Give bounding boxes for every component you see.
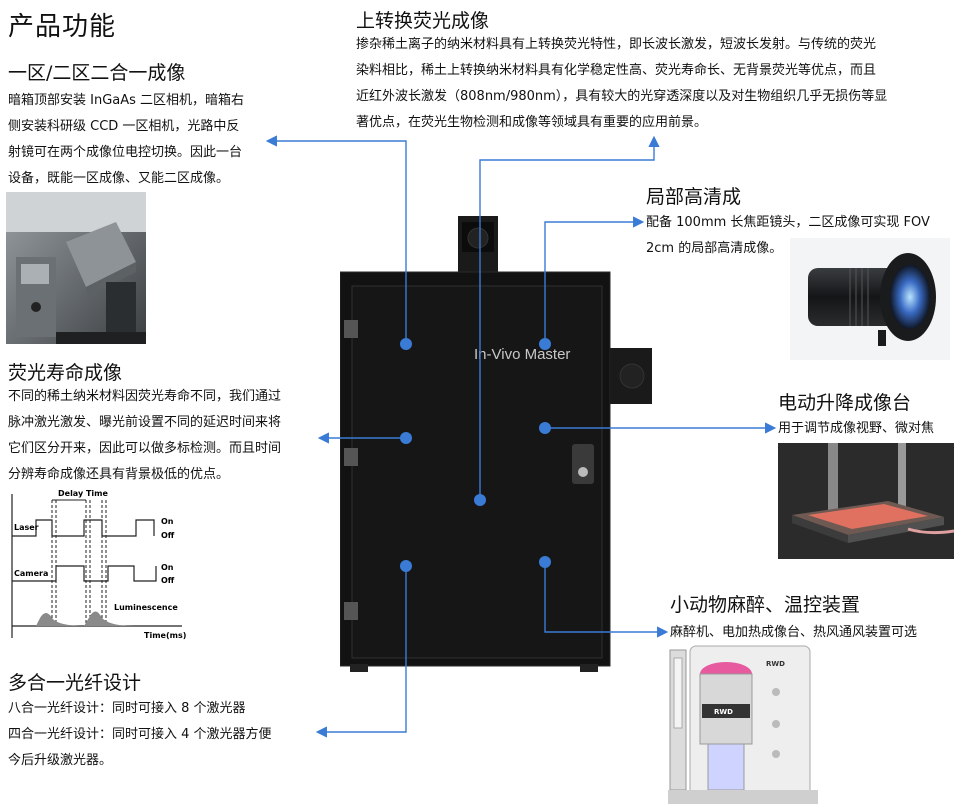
imaging-cabinet: In-Vivo Master: [339, 216, 660, 674]
text-line: 配备 100mm 长焦距镜头，二区成像可实现 FOV: [646, 215, 930, 230]
lens-photo: [790, 238, 950, 360]
fiber-text: 八合一光纤设计：同时可接入 8 个激光器 四合一光纤设计：同时可接入 4 个激光…: [8, 696, 338, 774]
text-line: 脉冲激光激发、曝光前设置不同的延迟时间来将: [8, 415, 282, 430]
machine-brand-label-side: RWD: [766, 660, 785, 668]
time-label: Time(ms): [144, 631, 186, 640]
laser-on-label: On: [161, 517, 174, 526]
dual-zone-text: 暗箱顶部安装 InGaAs 二区相机，暗箱右 侧安装科研级 CCD 一区相机，光…: [8, 88, 288, 192]
text-line: 侧安装科研级 CCD 一区相机，光路中反: [8, 119, 240, 134]
laser-label: Laser: [14, 523, 39, 532]
text-line: 著优点，在荧光生物检测和成像等领域具有重要的应用前景。: [356, 115, 708, 130]
text-line: 麻醉机、电加热成像台、热风通风装置可选: [670, 625, 918, 640]
text-line: 它们区分开来，因此可以做多标检测。而且时间: [8, 441, 282, 456]
dot-lift-stage: [539, 422, 551, 434]
text-line: 分辨寿命成像还具有背景极低的优点。: [8, 467, 230, 482]
lifetime-title: 荧光寿命成像: [8, 362, 123, 384]
device-brand-label: In-Vivo Master: [474, 346, 571, 363]
anesthesia-machine-photo: RWD RWD: [668, 644, 818, 804]
upconversion-text: 掺杂稀土离子的纳米材料具有上转换荧光特性，即长波长激发，短波长发射。与传统的荧光…: [356, 32, 966, 136]
dot-local-hd: [539, 338, 551, 350]
lift-stage-photo: [778, 443, 955, 559]
luminescence-label: Luminescence: [114, 603, 178, 612]
text-line: 近红外波长激发（808nm/980nm），具有较大的光穿透深度以及对生物组织几乎…: [356, 89, 888, 104]
text-line: 不同的稀土纳米材料因荧光寿命不同，我们通过: [8, 389, 282, 404]
machine-brand-label: RWD: [714, 708, 733, 716]
dot-dual-zone: [400, 338, 412, 350]
lift-stage-text: 用于调节成像视野、微对焦: [778, 416, 968, 442]
delay-label: Delay Time: [58, 489, 108, 498]
camera-off-label: Off: [161, 576, 175, 585]
camera-on-label: On: [161, 563, 174, 572]
text-line: 射镜可在两个成像位电控切换。因此一台: [8, 145, 243, 160]
text-line: 用于调节成像视野、微对焦: [778, 421, 935, 436]
text-line: 掺杂稀土离子的纳米材料具有上转换荧光特性，即长波长激发，短波长发射。与传统的荧光: [356, 37, 877, 52]
dot-upconversion: [474, 494, 486, 506]
text-line: 设备，既能一区成像、又能二区成像。: [8, 171, 230, 186]
camera-label: Camera: [14, 569, 48, 578]
lift-stage-title: 电动升降成像台: [778, 392, 912, 414]
laser-off-label: Off: [161, 531, 175, 540]
local-hd-text: 配备 100mm 长焦距镜头，二区成像可实现 FOV 2cm 的局部高清成像。: [646, 210, 966, 262]
local-hd-title: 局部高清成: [646, 186, 742, 208]
text-line: 今后升级激光器。: [8, 753, 113, 768]
dual-zone-photo: [6, 192, 146, 344]
dot-fiber: [400, 560, 412, 572]
fiber-title: 多合一光纤设计: [8, 672, 142, 694]
anesthesia-text: 麻醉机、电加热成像台、热风通风装置可选: [670, 620, 966, 646]
text-line: 染料相比，稀土上转换纳米材料具有化学稳定性高、荧光寿命长、无背景荧光等优点，而且: [356, 63, 877, 78]
upconversion-title: 上转换荧光成像: [356, 10, 490, 32]
dot-lifetime: [400, 432, 412, 444]
text-line: 暗箱顶部安装 InGaAs 二区相机，暗箱右: [8, 93, 245, 108]
text-line: 四合一光纤设计：同时可接入 4 个激光器方便: [8, 727, 272, 742]
text-line: 八合一光纤设计：同时可接入 8 个激光器: [8, 701, 246, 716]
anesthesia-title: 小动物麻醉、温控装置: [670, 594, 861, 616]
dual-zone-title: 一区/二区二合一成像: [8, 62, 186, 84]
dot-anesthesia: [539, 556, 551, 568]
timing-diagram: Delay Time Laser Camera Luminescence On …: [11, 489, 186, 640]
lifetime-text: 不同的稀土纳米材料因荧光寿命不同，我们通过 脉冲激光激发、曝光前设置不同的延迟时…: [8, 384, 328, 488]
text-line: 2cm 的局部高清成像。: [646, 241, 783, 256]
page-title: 产品功能: [8, 12, 117, 42]
